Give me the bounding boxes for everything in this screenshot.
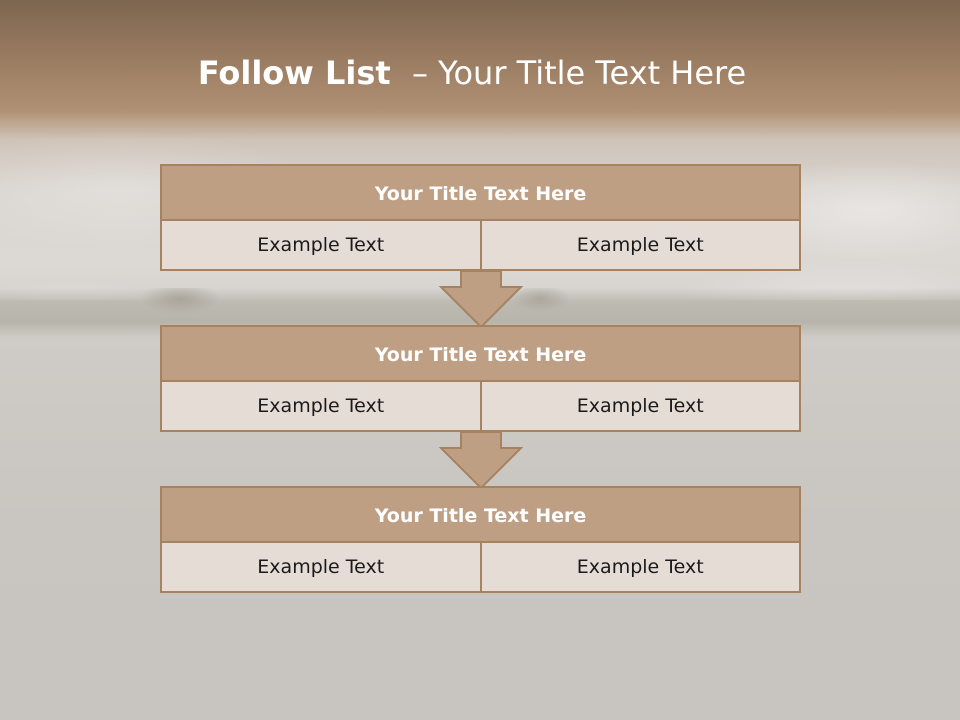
slide-title-rest: – Your Title Text Here — [401, 54, 747, 92]
step-1-right-cell: Example Text — [481, 221, 801, 271]
step-1-title: Your Title Text Here — [160, 164, 801, 221]
slide-title-bold: Follow List — [197, 54, 402, 92]
down-arrow-icon-2 — [438, 431, 524, 490]
slide-title: Follow List – Your Title Text Here — [0, 54, 944, 92]
step-2-row: Example Text Example Text — [160, 382, 801, 432]
step-1-row: Example Text Example Text — [160, 221, 801, 271]
step-3-right-cell: Example Text — [481, 543, 801, 593]
step-1-left-cell: Example Text — [160, 221, 482, 271]
step-3-left-cell: Example Text — [160, 543, 482, 593]
step-box-2: Your Title Text Here Example Text Exampl… — [160, 325, 801, 432]
step-3-row: Example Text Example Text — [160, 543, 801, 593]
step-3-title: Your Title Text Here — [160, 486, 801, 543]
down-arrow-icon-1 — [438, 270, 524, 329]
step-2-title: Your Title Text Here — [160, 325, 801, 382]
step-2-left-cell: Example Text — [160, 382, 482, 432]
step-2-right-cell: Example Text — [481, 382, 801, 432]
step-box-1: Your Title Text Here Example Text Exampl… — [160, 164, 801, 271]
step-box-3: Your Title Text Here Example Text Exampl… — [160, 486, 801, 593]
